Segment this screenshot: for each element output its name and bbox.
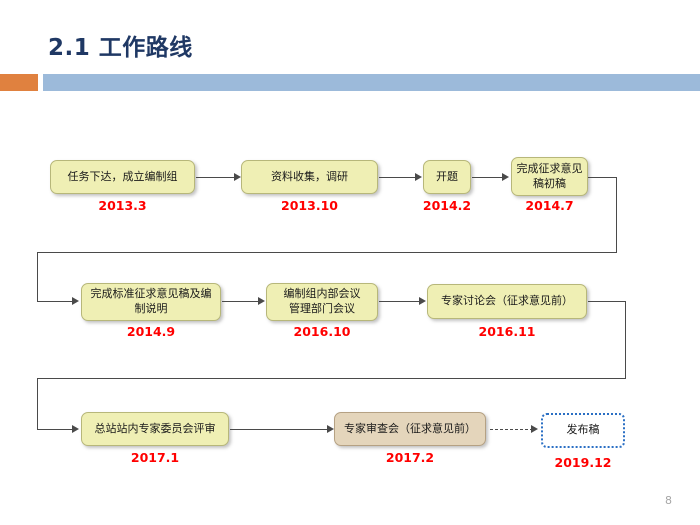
flow-date-r1-c1: 2013.3 (98, 198, 147, 213)
flow-node-r2-c3[interactable]: 专家讨论会（征求意见前） (427, 284, 587, 319)
wrap1-segment-right (588, 177, 617, 178)
connector-r3-c1-to-c2 (230, 429, 329, 430)
wrap1-segment-drop (37, 252, 38, 302)
flow-date-r1-c3: 2014.2 (422, 198, 472, 213)
wrap2-segment-left (37, 378, 626, 379)
flow-node-r3-c1[interactable]: 总站站内专家委员会评审 (81, 412, 229, 446)
flow-node-r1-c3[interactable]: 开题 (423, 160, 471, 194)
wrap2-segment-drop (37, 378, 38, 430)
arrowhead-wrap1 (72, 297, 79, 305)
connector-r1-c2-to-c3 (379, 177, 417, 178)
arrowhead-r2-c1-to-c2 (258, 297, 265, 305)
page-number: 8 (665, 494, 672, 507)
arrowhead-r1-c2-to-c3 (415, 173, 422, 181)
arrowhead-r3-c2-to-c3 (531, 425, 538, 433)
flow-node-r3-c3[interactable]: 发布稿 (541, 413, 625, 448)
flow-date-r2-c2: 2016.10 (293, 324, 351, 339)
flow-node-r1-c2[interactable]: 资料收集，调研 (241, 160, 378, 194)
wrap2-segment-right (588, 301, 626, 302)
flow-date-r3-c2: 2017.2 (385, 450, 435, 465)
wrap2-segment-down (625, 301, 626, 379)
flow-node-r2-c1[interactable]: 完成标准征求意见稿及编制说明 (81, 283, 221, 321)
connector-r2-c2-to-c3 (379, 301, 421, 302)
header-accent-blue (43, 74, 700, 91)
flow-date-r3-c1: 2017.1 (130, 450, 180, 465)
flow-date-r3-c3: 2019.12 (554, 455, 612, 470)
wrap1-segment-down (616, 177, 617, 253)
arrowhead-r1-c3-to-c4 (502, 173, 509, 181)
flow-node-r1-c4[interactable]: 完成征求意见稿初稿 (511, 157, 588, 196)
connector-r1-c1-to-c2 (196, 177, 236, 178)
flow-node-r1-c1[interactable]: 任务下达，成立编制组 (50, 160, 195, 194)
arrowhead-r1-c1-to-c2 (234, 173, 241, 181)
flow-node-r2-c2[interactable]: 编制组内部会议 管理部门会议 (266, 283, 378, 321)
header-accent-orange (0, 74, 38, 91)
connector-r2-c1-to-c2 (222, 301, 260, 302)
flow-date-r1-c4: 2014.7 (525, 198, 574, 213)
flow-date-r2-c3: 2016.11 (478, 324, 536, 339)
page-title: 2.1 工作路线 (48, 35, 193, 61)
wrap1-segment-left (37, 252, 617, 253)
flow-node-r3-c2[interactable]: 专家审查会（征求意见前） (334, 412, 486, 446)
arrowhead-wrap2 (72, 425, 79, 433)
wrap1-segment-in (37, 301, 74, 302)
flow-date-r1-c2: 2013.10 (281, 198, 338, 213)
flow-date-r2-c1: 2014.9 (126, 324, 176, 339)
connector-r1-c3-to-c4 (472, 177, 504, 178)
arrowhead-r2-c2-to-c3 (419, 297, 426, 305)
wrap2-segment-in (37, 429, 74, 430)
arrowhead-r3-c1-to-c2 (327, 425, 334, 433)
connector-r3-c2-to-c3-dashed (490, 429, 533, 430)
